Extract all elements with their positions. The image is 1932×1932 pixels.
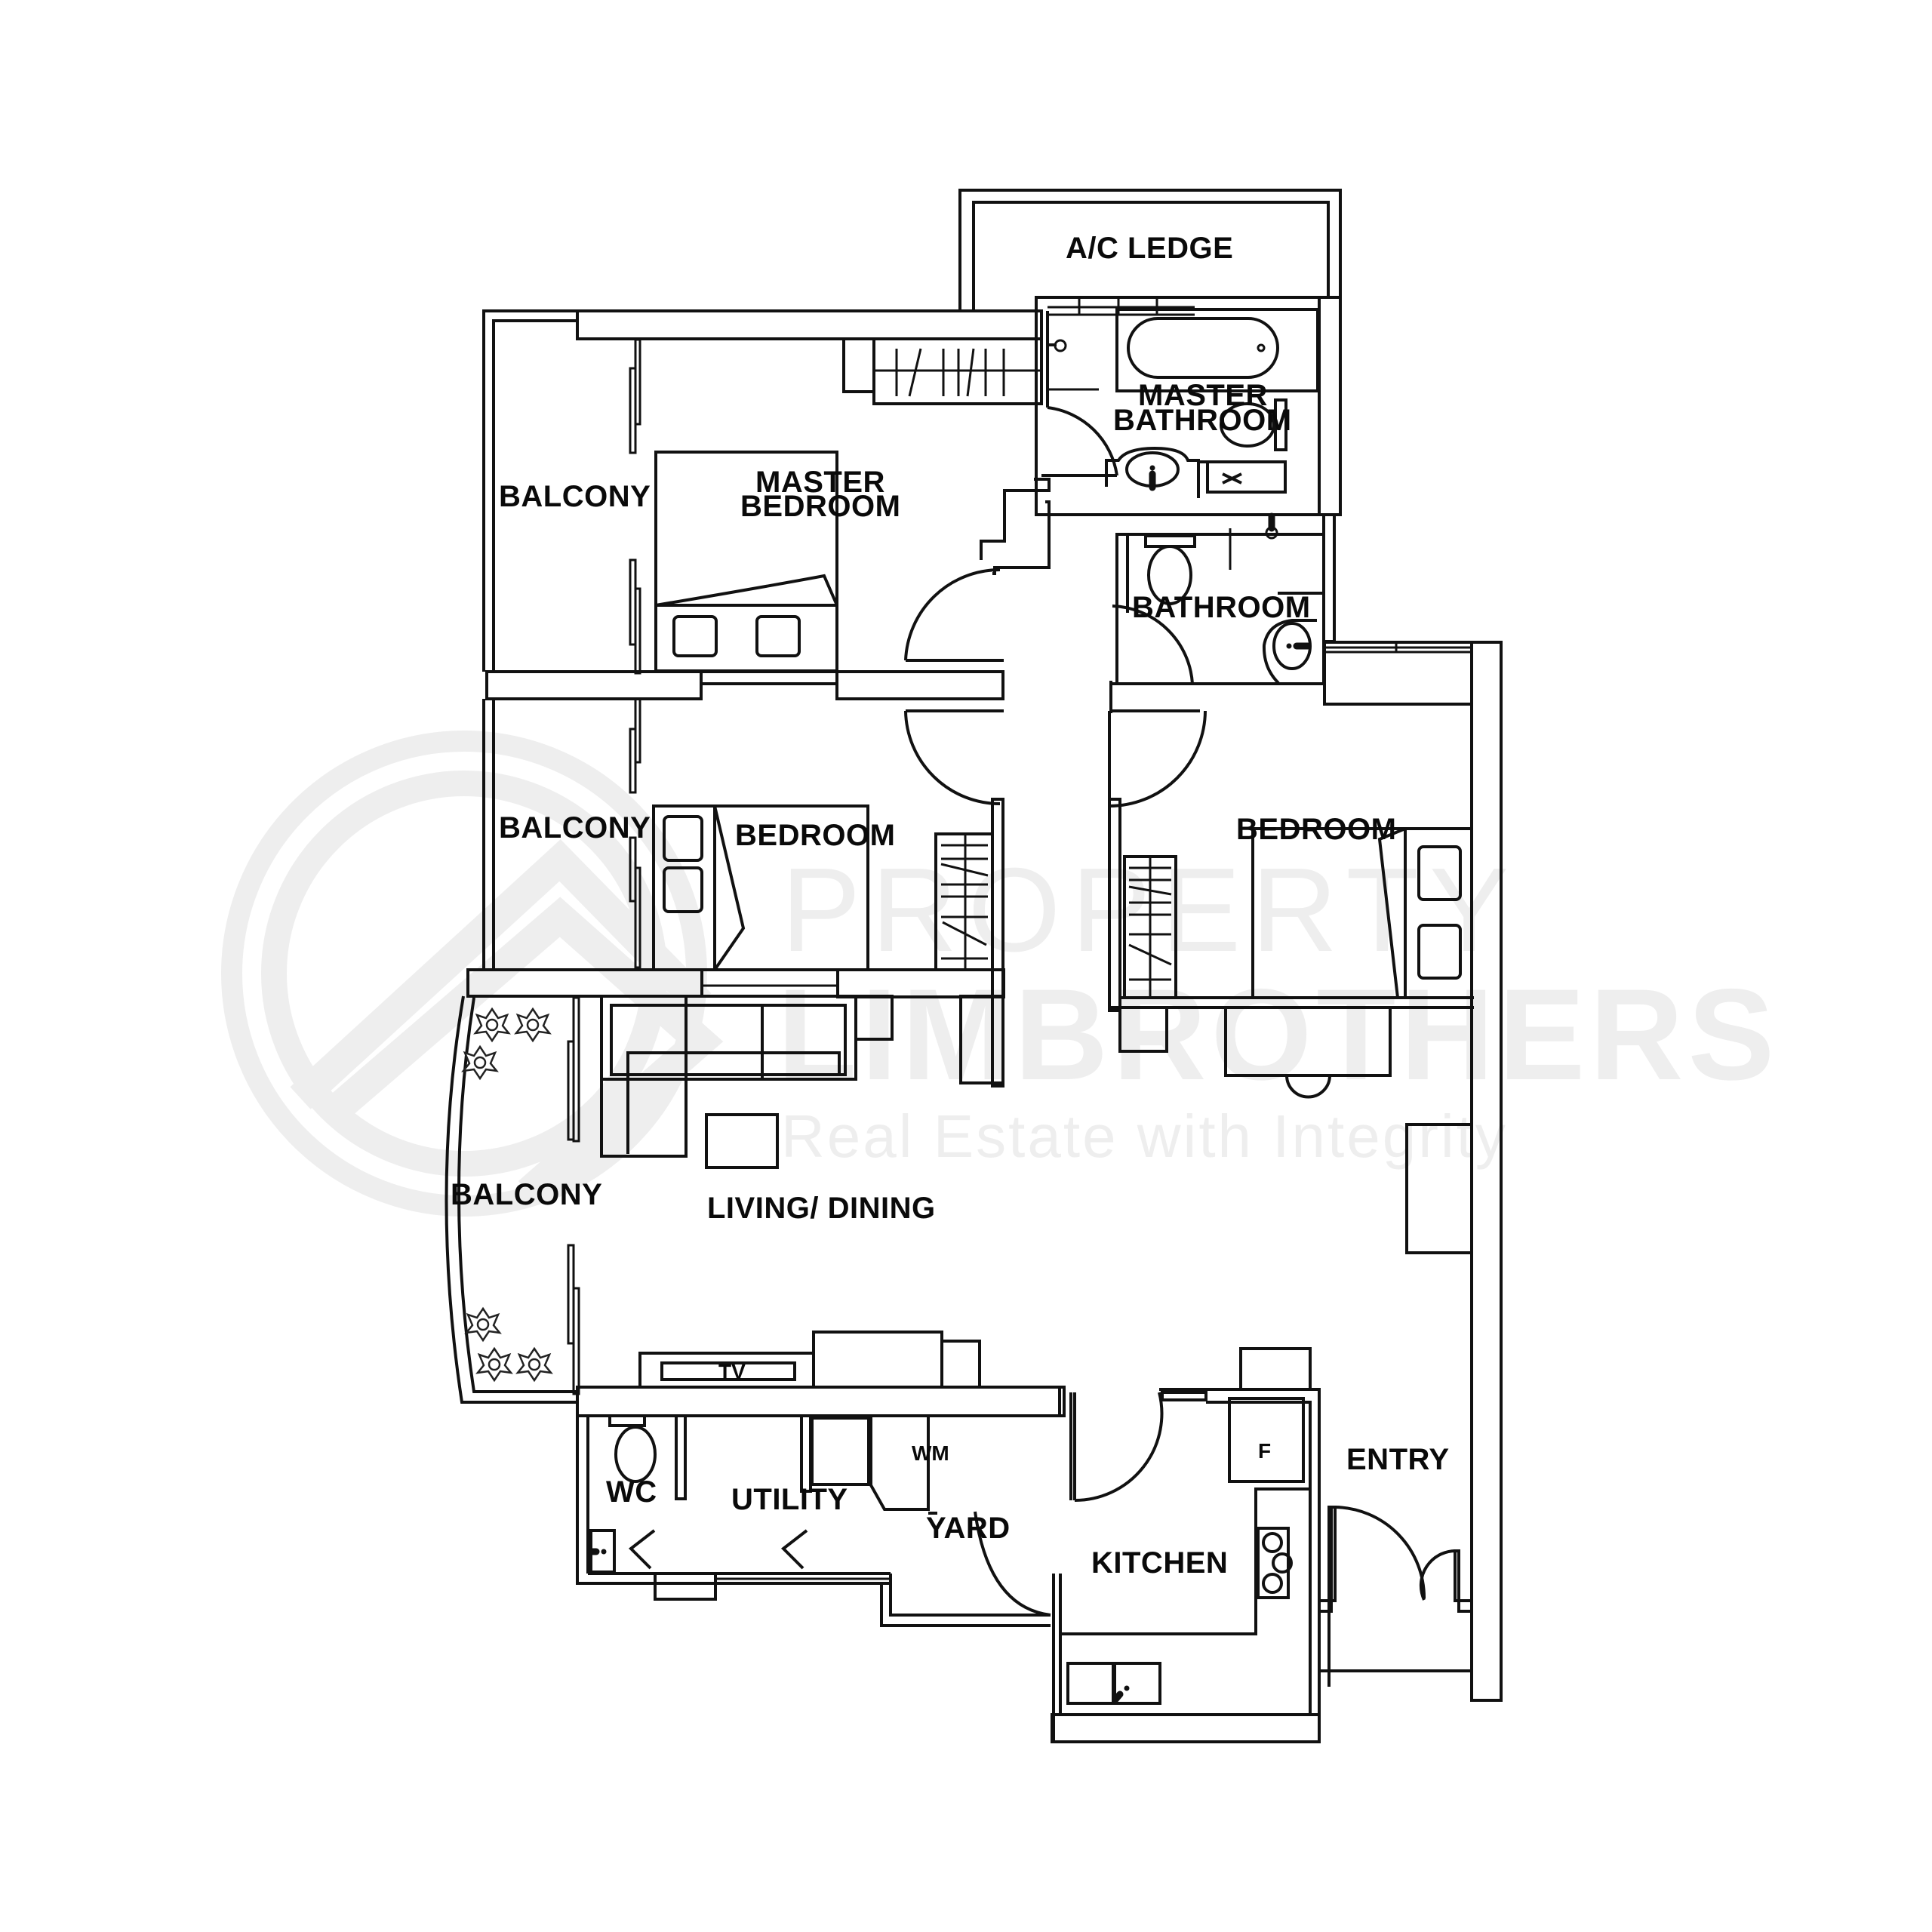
kitchen <box>1051 1347 1321 1743</box>
label-washing-machine: WM <box>912 1441 949 1465</box>
label-master-bathroom-1: MASTER <box>1138 379 1268 412</box>
ac-ledge <box>958 189 1342 309</box>
entry <box>1318 1506 1473 1687</box>
watermark-tagline: Real Estate with Integrity <box>781 1103 1508 1170</box>
label-ac-ledge: A/C LEDGE <box>1066 232 1233 265</box>
utility-area <box>576 1386 1066 1627</box>
watermark-line2: LIMBROTHERS <box>777 962 1779 1107</box>
bedroom-right <box>1108 641 1474 1099</box>
label-living-dining: LIVING/ DINING <box>707 1192 936 1225</box>
label-master-bedroom-1: MASTER <box>755 466 885 499</box>
label-fridge: F <box>1258 1439 1271 1463</box>
right-outer-wall <box>1405 641 1503 1702</box>
watermark: PROPERTY LIMBROTHERS Real Estate with In… <box>221 731 1779 1217</box>
master-bathroom <box>1035 296 1342 516</box>
room-labels: A/C LEDGE MASTER BATHROOM MASTER BEDROOM… <box>451 232 1450 1580</box>
label-master-bathroom-2: BATHROOM <box>1113 404 1292 437</box>
watermark-logo-icon <box>221 731 724 1217</box>
label-balcony-living: BALCONY <box>451 1178 602 1211</box>
label-utility: UTILITY <box>731 1483 848 1516</box>
label-bedroom-right: BEDROOM <box>1236 813 1396 846</box>
plant-icon <box>461 1007 553 1383</box>
label-kitchen: KITCHEN <box>1091 1546 1228 1580</box>
master-bedroom <box>482 309 1051 700</box>
label-bathroom: BATHROOM <box>1132 591 1311 624</box>
label-tv: TV <box>718 1360 746 1383</box>
label-balcony-mid: BALCONY <box>499 811 651 844</box>
bathroom <box>1112 512 1336 685</box>
label-master-bedroom-2: BEDROOM <box>740 490 900 523</box>
label-balcony-top: BALCONY <box>499 480 651 513</box>
label-bedroom-left: BEDROOM <box>735 819 895 852</box>
label-wc: WC <box>606 1475 657 1509</box>
bedroom-left <box>466 697 1005 998</box>
label-entry: ENTRY <box>1346 1443 1450 1476</box>
label-yard: YARD <box>926 1512 1011 1545</box>
